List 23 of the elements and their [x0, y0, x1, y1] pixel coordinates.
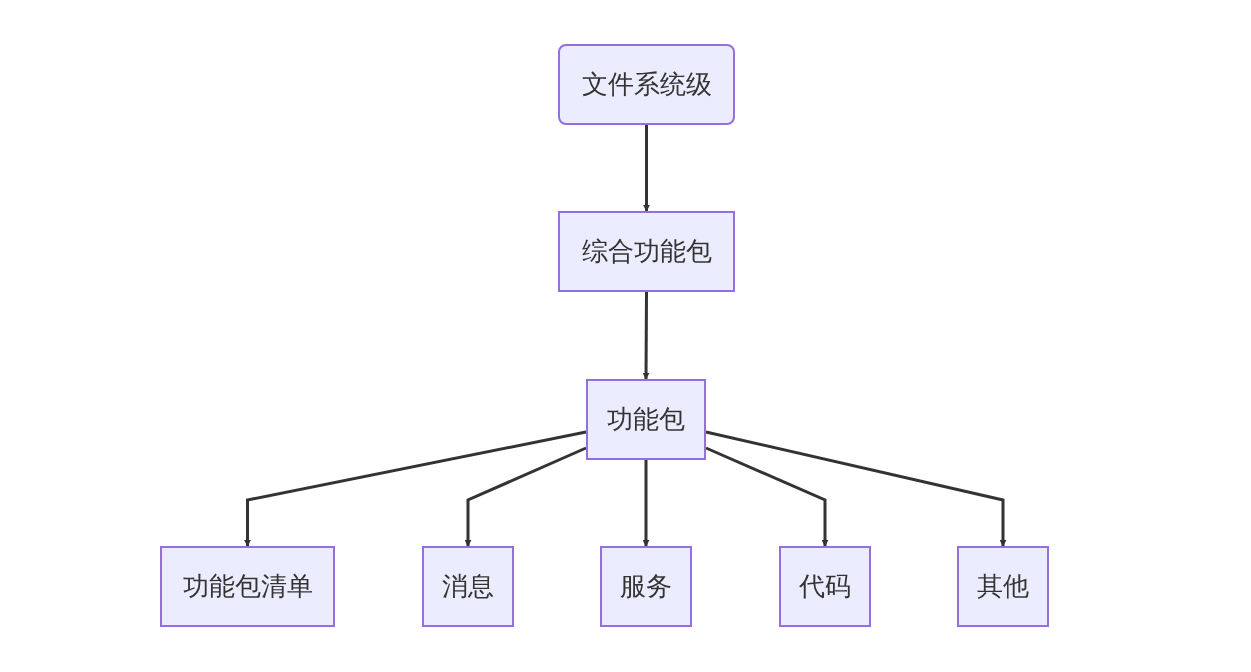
process-box: [586, 379, 706, 460]
process-box: [957, 546, 1049, 627]
arrow: [705, 446, 829, 547]
process-box: [558, 211, 735, 292]
node-label: 综合功能包: [581, 235, 712, 268]
node-label: 消息: [442, 570, 494, 603]
process-box: [160, 546, 335, 627]
process-box: [558, 44, 735, 125]
node-label: 功能包: [607, 403, 685, 436]
process-box: [600, 546, 692, 627]
arrow: [705, 430, 1007, 547]
arrow: [464, 446, 587, 547]
node-label: 服务: [620, 570, 672, 603]
arrow: [642, 292, 650, 380]
process-box: [422, 546, 514, 627]
node-label: 代码: [799, 570, 851, 603]
node-label: 功能包清单: [182, 570, 313, 603]
arrow: [244, 430, 587, 547]
process-box: [779, 546, 871, 627]
arrow: [642, 460, 650, 547]
node-label: 文件系统级: [581, 68, 712, 101]
node-label: 其他: [977, 570, 1029, 603]
arrow: [643, 125, 650, 212]
